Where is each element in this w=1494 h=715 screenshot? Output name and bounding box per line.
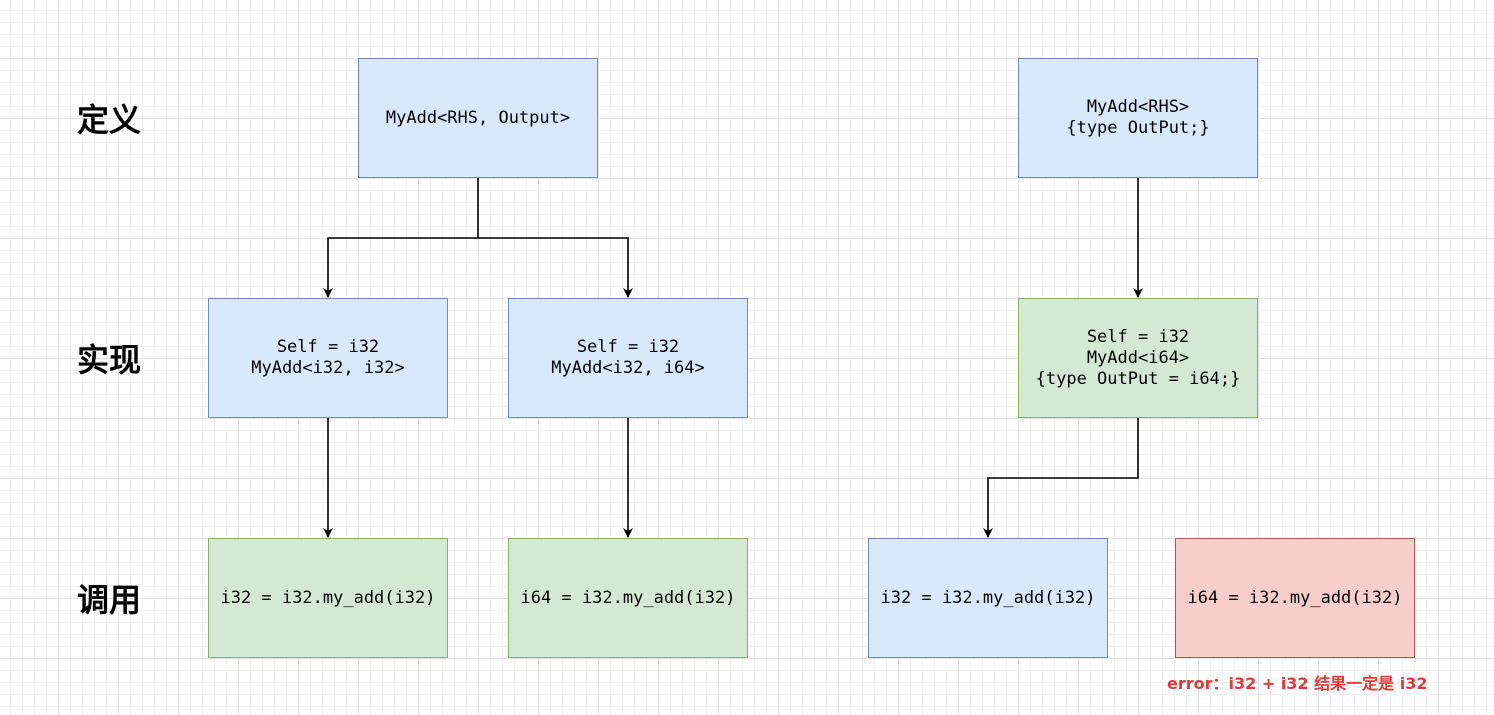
call-box-i64-result-error: i64 = i32.my_add(i32) bbox=[1175, 538, 1415, 658]
row-label-call: 调用 bbox=[77, 581, 142, 619]
box-text-line: i32 = i32.my_add(i32) bbox=[220, 587, 436, 608]
box-text-line: i64 = i32.my_add(i32) bbox=[520, 587, 736, 608]
impl-box-i32-i32: Self = i32 MyAdd<i32, i32> bbox=[208, 298, 448, 418]
impl-box-i64-output: Self = i32 MyAdd<i64> {type OutPut = i64… bbox=[1018, 298, 1258, 418]
call-box-i32-result: i32 = i32.my_add(i32) bbox=[208, 538, 448, 658]
call-box-i32-result-assoc: i32 = i32.my_add(i32) bbox=[868, 538, 1108, 658]
impl-box-i32-i64: Self = i32 MyAdd<i32, i64> bbox=[508, 298, 748, 418]
box-text-line: {type OutPut;} bbox=[1066, 118, 1210, 138]
definition-box-myadd-rhs-output: MyAdd<RHS, Output> bbox=[358, 58, 598, 178]
box-text-line: i32 = i32.my_add(i32) bbox=[880, 587, 1096, 608]
arrow-impl-c-to-call-c bbox=[983, 418, 1139, 538]
row-label-definition: 定义 bbox=[77, 101, 142, 139]
call-box-i64-result: i64 = i32.my_add(i32) bbox=[508, 538, 748, 658]
box-text-line: i64 = i32.my_add(i32) bbox=[1187, 587, 1403, 608]
arrow-def-left-to-impl-b bbox=[478, 237, 633, 298]
definition-box-myadd-rhs: MyAdd<RHS> {type OutPut;} bbox=[1018, 58, 1258, 178]
box-text-line: {type OutPut = i64;} bbox=[1035, 368, 1241, 389]
box-text-line: Self = i32 bbox=[1086, 326, 1190, 347]
error-annotation: error：i32 + i32 结果一定是 i32 bbox=[1167, 674, 1428, 693]
box-text-line: MyAdd<i32, i64> bbox=[551, 358, 705, 378]
box-text-line: MyAdd<i64> bbox=[1086, 347, 1190, 368]
box-text-line: MyAdd<i32, i32> bbox=[251, 358, 405, 378]
box-text-line: Self = i32 bbox=[576, 337, 680, 357]
box-text-line: MyAdd<RHS> bbox=[1086, 97, 1190, 117]
row-label-implementation: 实现 bbox=[77, 341, 142, 379]
box-text-line: Self = i32 bbox=[276, 337, 380, 357]
box-text-line: MyAdd<RHS, Output> bbox=[385, 107, 571, 128]
arrow-def-left-to-impl-a bbox=[323, 178, 479, 298]
